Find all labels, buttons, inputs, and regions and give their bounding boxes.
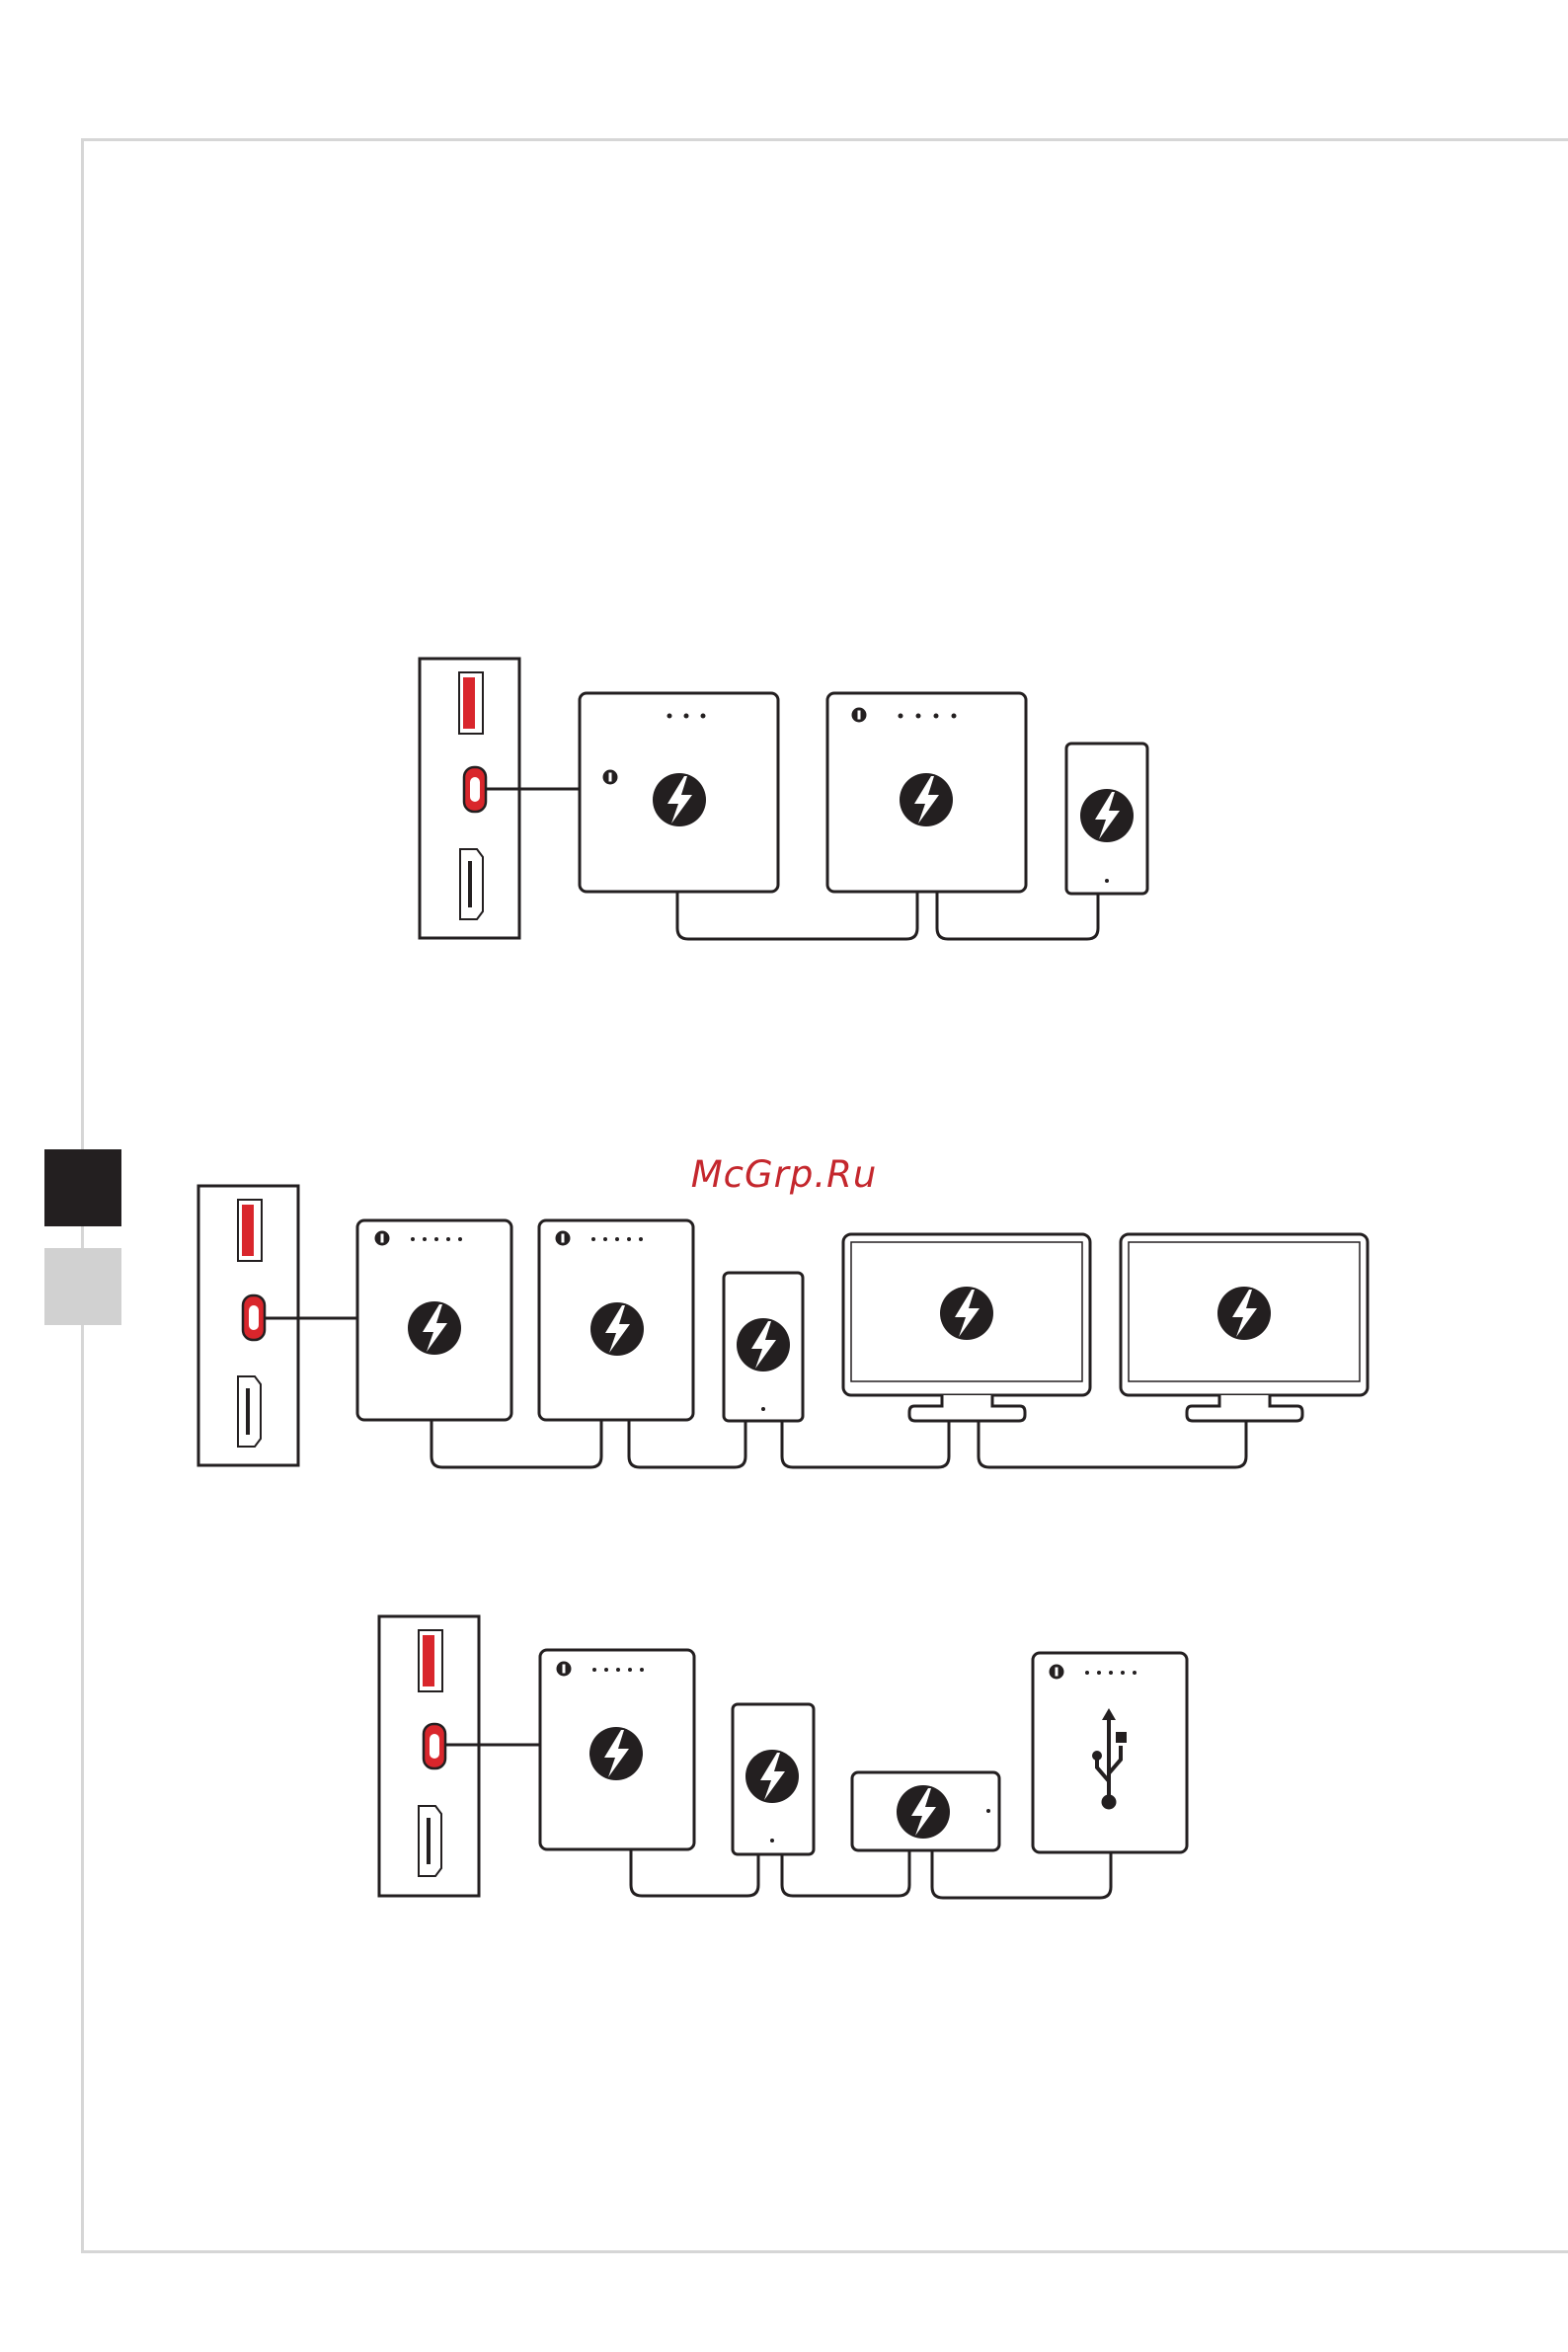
thunderbolt-icon xyxy=(653,773,706,826)
power-icon xyxy=(556,1231,571,1246)
phone-device xyxy=(724,1273,803,1421)
phone-device xyxy=(1066,744,1147,894)
daisy-chain-3 xyxy=(379,1616,1187,1898)
hdmi-port-icon xyxy=(460,849,483,919)
storage-device xyxy=(827,693,1026,892)
thunderbolt-icon xyxy=(1080,789,1134,842)
hdmi-port-icon xyxy=(238,1376,261,1447)
storage-device xyxy=(580,693,778,892)
storage-device xyxy=(357,1220,511,1420)
power-icon xyxy=(603,770,618,785)
power-icon xyxy=(852,708,867,723)
power-icon xyxy=(557,1662,572,1677)
usb-c-port-icon xyxy=(243,1295,265,1340)
thunderbolt-icon xyxy=(1217,1287,1271,1340)
thunderbolt-icon xyxy=(745,1750,799,1803)
hdmi-port-icon xyxy=(419,1806,441,1876)
laptop-port-panel xyxy=(420,659,519,938)
thunderbolt-icon xyxy=(590,1302,644,1356)
usb-c-port-icon xyxy=(424,1724,445,1768)
usb-a-port-icon xyxy=(459,672,483,734)
dock-device xyxy=(852,1772,999,1850)
thunderbolt-icon xyxy=(897,1785,950,1839)
usb-hub-device xyxy=(1033,1653,1187,1852)
daisy-chain-1 xyxy=(420,659,1147,939)
usb-a-port-icon xyxy=(419,1630,442,1691)
thunderbolt-icon xyxy=(589,1727,643,1780)
storage-device xyxy=(539,1220,693,1420)
usb-a-port-icon xyxy=(238,1200,262,1261)
usb-c-port-icon xyxy=(464,767,486,812)
storage-device xyxy=(540,1650,694,1849)
thunderbolt-icon xyxy=(940,1287,993,1340)
thunderbolt-icon xyxy=(900,773,953,826)
power-icon xyxy=(375,1231,390,1246)
daisy-chain-2 xyxy=(198,1186,1368,1467)
laptop-port-panel xyxy=(379,1616,479,1896)
power-icon xyxy=(1050,1665,1064,1680)
monitor-device xyxy=(1121,1234,1368,1421)
thunderbolt-icon xyxy=(408,1301,461,1355)
monitor-device xyxy=(843,1234,1090,1421)
laptop-port-panel xyxy=(198,1186,298,1465)
phone-device xyxy=(733,1704,814,1854)
thunderbolt-icon xyxy=(737,1318,790,1372)
